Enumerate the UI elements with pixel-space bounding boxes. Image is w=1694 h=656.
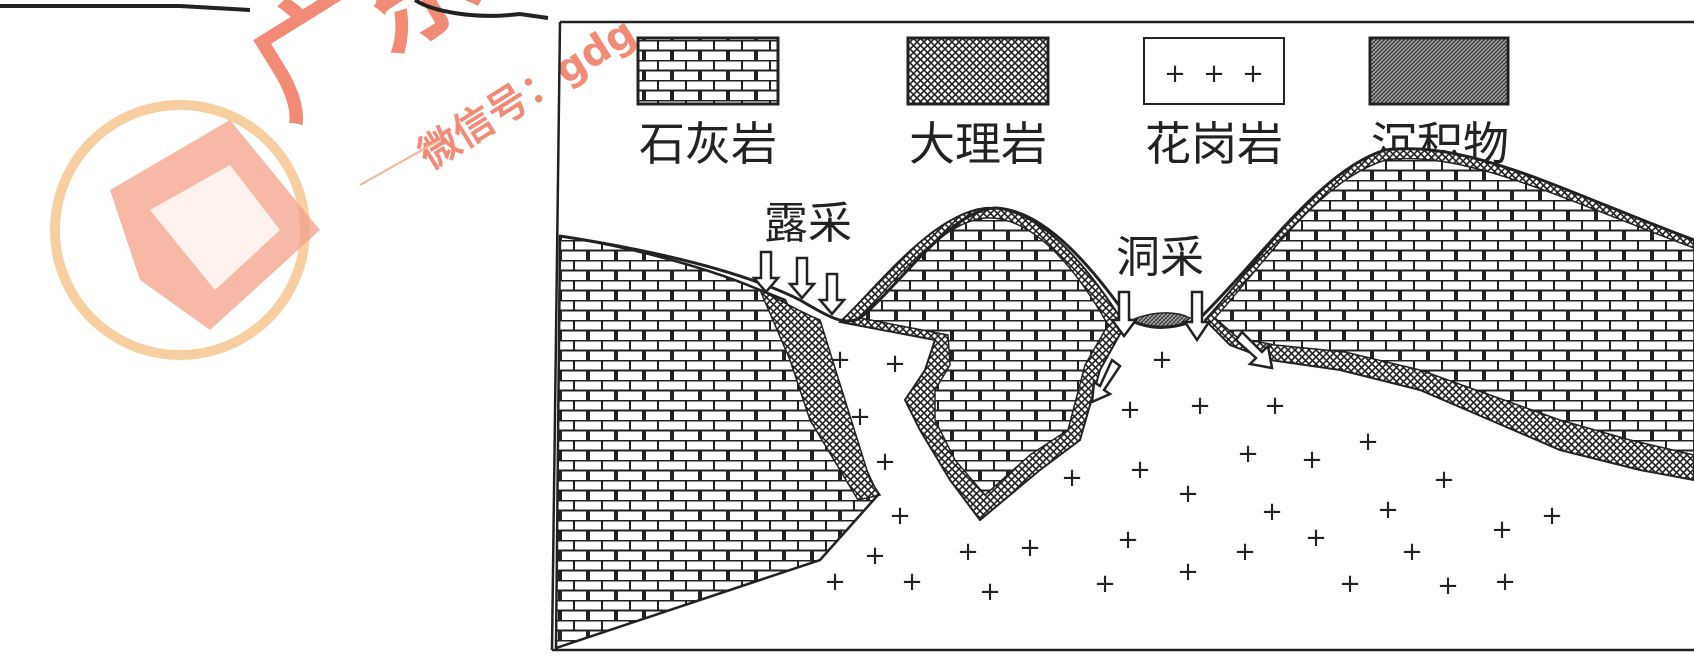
svg-text:+: +: [1305, 523, 1327, 553]
down-arrow-icon: [1109, 290, 1139, 339]
diagonal-arrow-down-right-icon: [1234, 330, 1274, 370]
svg-text:+: +: [1301, 445, 1323, 475]
svg-text:+: +: [824, 567, 846, 597]
svg-text:+: +: [849, 402, 871, 432]
svg-text:+: +: [1261, 497, 1283, 527]
underground-mining-label: 洞采: [1116, 232, 1204, 283]
svg-text:+: +: [1189, 391, 1211, 421]
svg-text:+: +: [1401, 537, 1423, 567]
svg-text:+: +: [1541, 501, 1563, 531]
underground-arrows: [1090, 290, 1274, 405]
svg-text:+: +: [1177, 479, 1199, 509]
diagram-frame: [550, 20, 1694, 652]
legend-item-granite: + + + 花岗岩: [1143, 37, 1285, 171]
svg-text:+: +: [1094, 569, 1116, 599]
svg-text:+: +: [957, 537, 979, 567]
legend-item-marble: 大理岩: [906, 36, 1050, 171]
down-arrow-icon: [751, 250, 781, 294]
svg-text:+: +: [1151, 345, 1173, 375]
svg-text:+: +: [1433, 465, 1455, 495]
legend-item-limestone: 石灰岩: [636, 36, 780, 171]
svg-text:+: +: [1357, 427, 1379, 457]
limestone-right: [1213, 157, 1694, 456]
limestone-middle: [858, 217, 1109, 497]
granite-plus-sign: +: [1164, 59, 1186, 89]
svg-text:+: +: [1377, 495, 1399, 525]
marble-contact-left: [758, 288, 882, 501]
svg-text:+: +: [1339, 569, 1361, 599]
ground-surface-line: [559, 147, 1694, 329]
svg-text:+: +: [1234, 537, 1256, 567]
svg-text:+: +: [874, 447, 896, 477]
svg-text:+: +: [1061, 463, 1083, 493]
watermark-logo: [50, 100, 320, 360]
legend-label-limestone: 石灰岩: [639, 117, 777, 171]
svg-text:+: +: [1129, 455, 1151, 485]
svg-text:+: +: [864, 541, 886, 571]
svg-text:+: +: [1264, 391, 1286, 421]
svg-text:+: +: [1494, 567, 1516, 597]
svg-text:+: +: [1019, 533, 1041, 563]
svg-text:+: +: [884, 349, 906, 379]
granite-plus-sign: +: [1203, 59, 1225, 89]
diagonal-arrow-down-left-icon: [1090, 358, 1122, 405]
granite-plus-sign: +: [1242, 59, 1264, 89]
down-arrow-icon: [787, 256, 817, 300]
legend-label-marble: 大理岩: [909, 117, 1047, 171]
svg-text:+: +: [1491, 515, 1513, 545]
down-arrow-icon: [1182, 290, 1212, 343]
open-pit-arrows: [751, 250, 847, 316]
open-pit-mining-label: 露采: [764, 198, 852, 249]
svg-text:+: +: [1237, 439, 1259, 469]
svg-text:+: +: [889, 501, 911, 531]
legend-label-granite: 花岗岩: [1145, 117, 1283, 171]
svg-text:+: +: [1117, 525, 1139, 555]
cropped-edge: [0, 0, 549, 20]
svg-text:+: +: [901, 567, 923, 597]
svg-text:+: +: [1437, 571, 1459, 601]
down-arrow-icon: [817, 272, 847, 316]
svg-text:+: +: [979, 577, 1001, 607]
svg-text:+: +: [829, 345, 851, 375]
svg-text:+: +: [1177, 557, 1199, 587]
granite-plus-signs: ++ ++ ++ ++ ++ ++ ++ ++ ++ ++ ++ ++ ++ +…: [824, 345, 1563, 607]
svg-text:+: +: [1119, 395, 1141, 425]
